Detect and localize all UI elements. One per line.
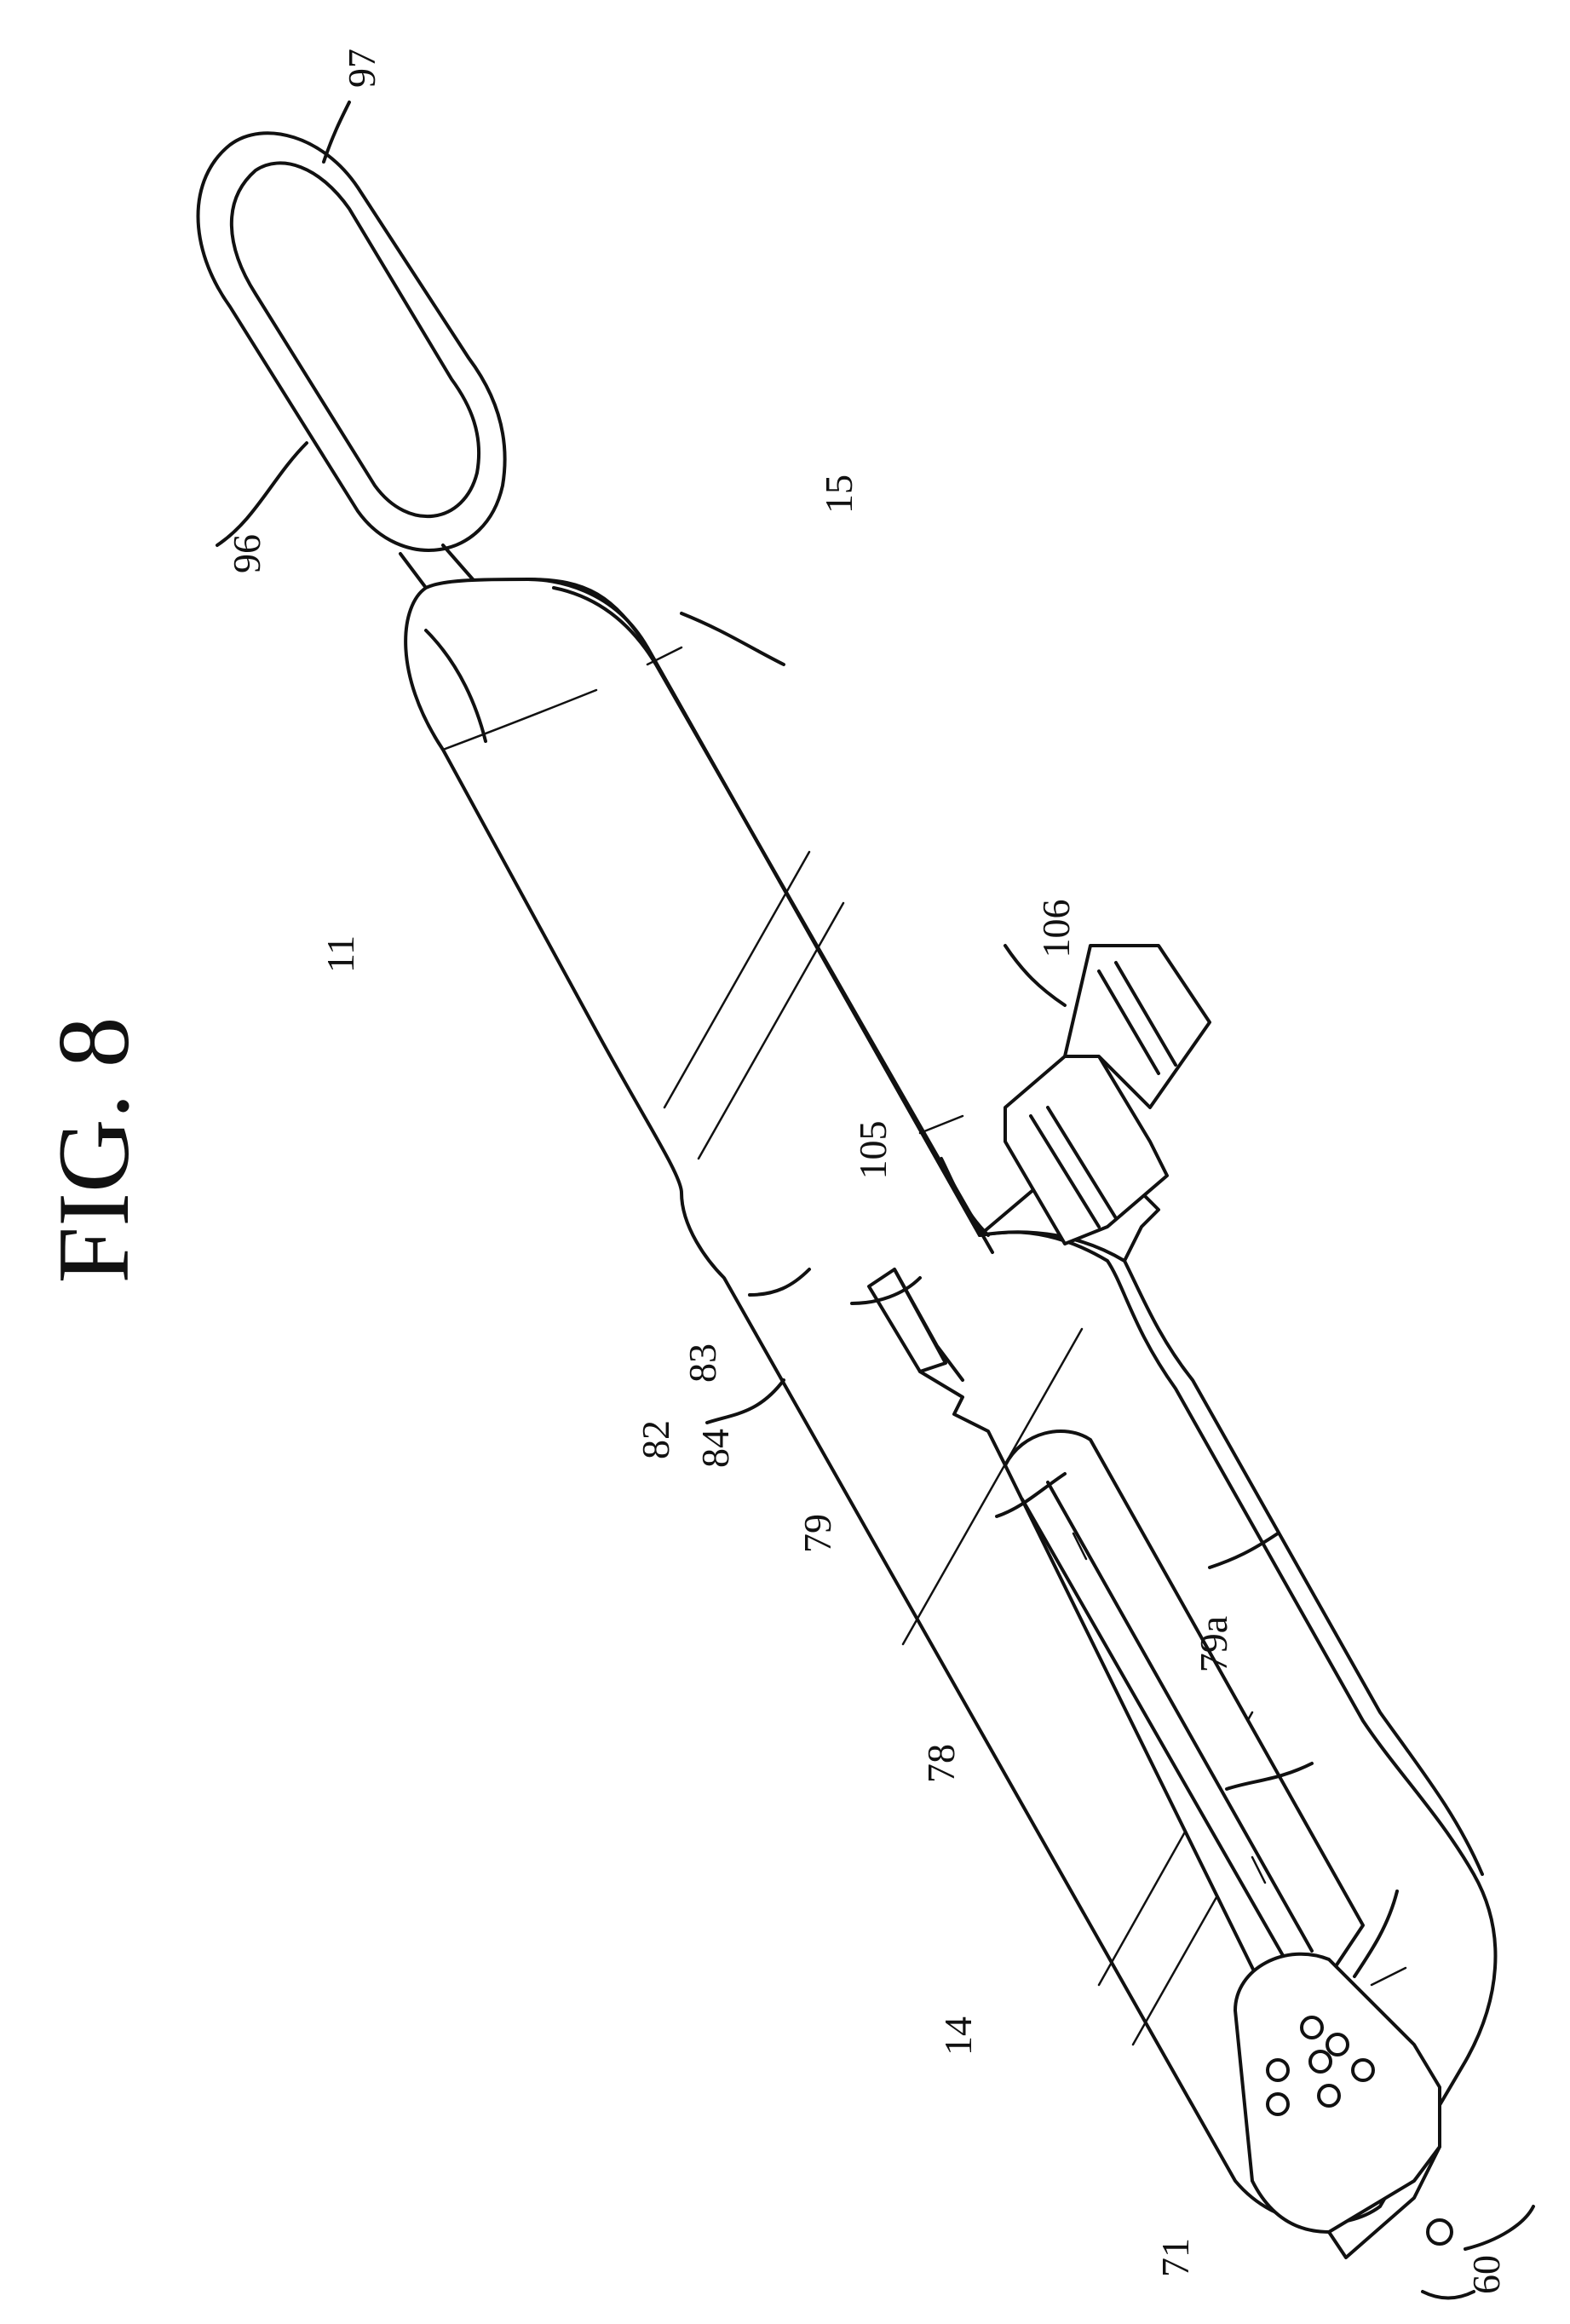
label-71: 71 (1153, 2238, 1197, 2277)
label-79: 79 (796, 1514, 839, 1553)
label-97: 97 (340, 49, 383, 88)
label-105: 105 (851, 1121, 894, 1180)
label-96: 96 (225, 534, 268, 573)
label-14: 14 (936, 2016, 980, 2056)
label-84: 84 (693, 1429, 737, 1468)
label-79a: 79a (1192, 1616, 1235, 1672)
label-78: 78 (919, 1744, 963, 1783)
label-60: 60 (1464, 2255, 1508, 2294)
label-82: 82 (634, 1420, 677, 1459)
label-106: 106 (1034, 900, 1078, 958)
label-11: 11 (319, 935, 362, 973)
label-15: 15 (817, 475, 860, 514)
label-83: 83 (681, 1343, 724, 1383)
slider-block (980, 946, 1210, 1261)
figure-title: FIG. 8 (37, 1016, 150, 1283)
